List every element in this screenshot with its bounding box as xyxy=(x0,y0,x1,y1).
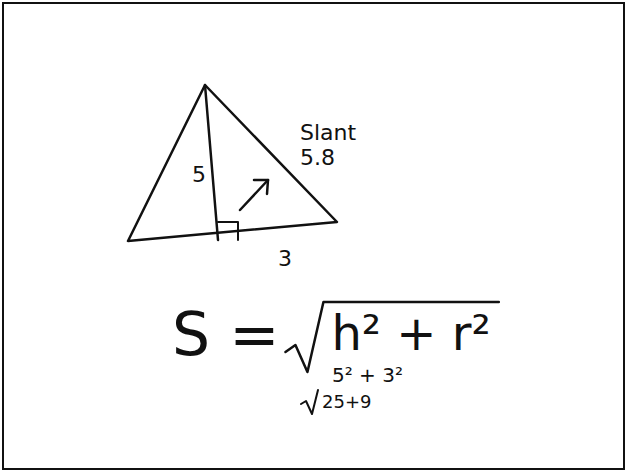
radius-value: 3 xyxy=(278,246,292,271)
sum: 25+9 xyxy=(322,392,371,413)
radical-sign xyxy=(285,302,498,372)
substitution: 5² + 3² xyxy=(332,364,403,387)
slant-label: Slant 5.8 xyxy=(300,120,370,171)
height-line xyxy=(205,85,218,240)
radical-sign xyxy=(301,390,318,414)
formula-left: S = xyxy=(172,300,279,369)
height-value: 5 xyxy=(192,162,206,187)
arrow-shaft xyxy=(240,180,268,210)
frame xyxy=(3,3,624,469)
formula-radicand: h² + r² xyxy=(331,306,490,361)
right-angle-mark xyxy=(218,222,238,240)
arrow-head xyxy=(254,180,268,194)
